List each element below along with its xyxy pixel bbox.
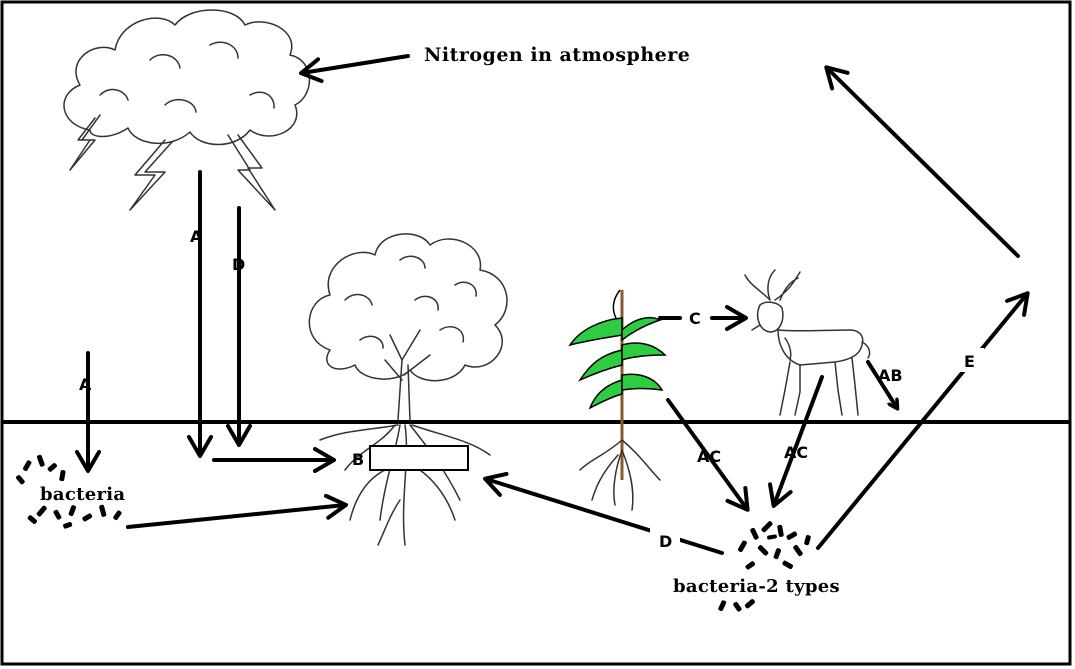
arrow-deer-to-bacteria bbox=[768, 375, 824, 508]
label-lightning-d: D bbox=[232, 255, 245, 274]
arrow-bacteria-to-roots bbox=[126, 493, 348, 529]
label-bacteria-to-air: E bbox=[964, 352, 975, 371]
label-plant-to-deer: C bbox=[689, 309, 701, 328]
label-lightning-a: A bbox=[190, 227, 203, 246]
arrow-to-atmosphere bbox=[824, 65, 1020, 258]
arrow-to-cloud bbox=[299, 54, 410, 84]
label-bg bbox=[650, 528, 680, 552]
atmosphere-title: Nitrogen in atmosphere bbox=[424, 44, 690, 66]
decomposer-bacteria-icon bbox=[718, 521, 811, 612]
label-deer-to-bacteria: AC bbox=[784, 443, 808, 462]
cloud-icon bbox=[63, 9, 311, 146]
arrow-deer-down bbox=[866, 360, 897, 408]
label-bacteria-to-roots: D bbox=[659, 532, 672, 551]
arrow-plant-to-bacteria bbox=[666, 398, 750, 512]
label-plant-to-bacteria: AC bbox=[697, 447, 721, 466]
root-label-box bbox=[369, 445, 469, 471]
soil-bacteria-label: bacteria bbox=[40, 484, 125, 505]
label-deer-down: AB bbox=[878, 366, 903, 385]
tree-icon bbox=[308, 233, 508, 546]
plant-icon bbox=[568, 289, 667, 511]
decomposer-bacteria-label: bacteria-2 types bbox=[673, 576, 840, 597]
soil-bacteria-icon bbox=[16, 454, 122, 529]
arrow-bacteria-to-air bbox=[816, 291, 1030, 550]
label-bg-e bbox=[958, 348, 984, 372]
label-soil-a: A bbox=[79, 375, 92, 394]
deer-icon bbox=[744, 269, 871, 416]
lightning-icon bbox=[69, 114, 276, 211]
arrow-bacteria-to-tree bbox=[483, 471, 724, 555]
root-box-letter: B bbox=[352, 450, 364, 469]
